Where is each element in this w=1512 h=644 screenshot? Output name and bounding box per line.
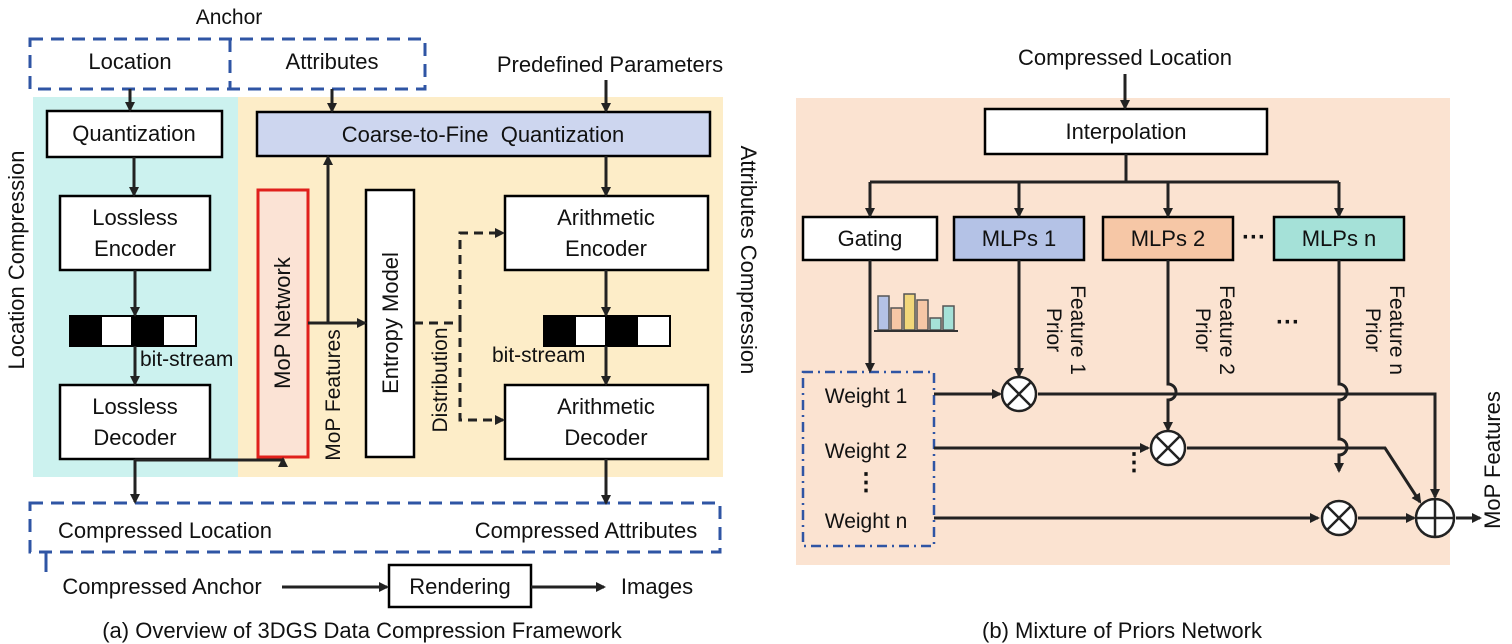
feature-2-label: Feature 2 [1215,285,1238,375]
histogram-bar [929,317,942,331]
arithmetic-decoder-line2: Decoder [564,425,647,450]
mop-features-label-left: MoP Features [322,329,345,461]
arithmetic-decoder-box [503,383,710,461]
quantization-label: Quantization [72,121,196,146]
attributes-compression-label: Attributes Compression [736,146,761,375]
images-label: Images [621,574,693,599]
compressed-attributes-label: Compressed Attributes [475,518,698,543]
coarse-to-fine-quantization-box [255,110,712,158]
rendering-box [387,563,533,609]
anchor-dashed-box [28,37,427,91]
gating-label: Gating [838,226,903,251]
weight-n-label: Weight n [825,510,908,533]
lossless-encoder-line2: Encoder [94,236,176,261]
compressed-location-label-right: Compressed Location [1018,45,1232,70]
interpolation-box [983,107,1269,156]
lossless-decoder-line1: Lossless [92,394,178,419]
compressed-anchor-label: Compressed Anchor [62,574,261,599]
compressed-location-label-left: Compressed Location [58,518,272,543]
gating-box [801,215,939,262]
panel-b-mixture-of-priors: Compressed Location Interpolation Gating… [796,45,1505,643]
arithmetic-encoder-line2: Encoder [565,236,647,261]
coarse-to-fine-quantization-label: Coarse-to-Fine Quantization [342,122,624,147]
quantization-box [45,109,224,159]
mlps-2-label: MLPs 2 [1131,226,1206,251]
gating-histogram-icon [874,293,958,332]
histogram-bar [877,295,890,331]
entropy-model-box [364,188,416,459]
distribution-label: Distribution [429,327,452,432]
weights-vdots: ⋮ [854,469,878,496]
lossless-encoder-line1: Lossless [92,205,178,230]
interpolation-label: Interpolation [1065,119,1186,144]
weight-2-label: Weight 2 [825,440,908,463]
panel-a-overview: Anchor Location Attributes Predefined Pa… [4,6,761,643]
caption-b: (b) Mixture of Priors Network [982,618,1263,643]
prior-1-label: Prior [1042,308,1065,352]
rendering-label: Rendering [409,574,511,599]
prior-n-label: Prior [1361,308,1384,352]
arithmetic-decoder-line1: Arithmetic [557,394,655,419]
mop-network-label: MoP Network [270,256,295,389]
weights-box [801,370,936,548]
multiply-node-n [1320,499,1358,537]
panel-a-arrows [125,80,611,592]
feature-n-label: Feature n [1385,285,1408,375]
compressed-anchor-dashed-box [28,501,722,554]
prior-ellipsis: ··· [1276,309,1300,336]
lossless-decoder-line2: Decoder [93,425,176,450]
multiply-node-1 [1000,375,1038,413]
histogram-bar [916,299,929,331]
feature-1-label: Feature 1 [1066,285,1089,375]
histogram-bar [903,293,916,331]
arithmetic-encoder-line1: Arithmetic [557,205,655,230]
bitstream-label-location: bit-stream [140,348,233,371]
predefined-parameters-label: Predefined Parameters [497,52,723,77]
attributes-label: Attributes [286,49,379,74]
prior-2-label: Prior [1191,308,1214,352]
bitstream-label-attributes: bit-stream [492,344,585,367]
weight-1-label: Weight 1 [825,385,908,408]
histogram-bar [890,307,903,331]
mlps-ellipsis: ··· [1242,224,1266,251]
multiply-node-2 [1149,429,1187,467]
bitstream-blocks-location [69,315,197,347]
multiply-vdots: ⋮ [1122,449,1146,476]
panel-b-arrows [865,74,1482,523]
sum-node [1414,497,1456,539]
caption-a: (a) Overview of 3DGS Data Compression Fr… [102,618,623,643]
histogram-bar [942,305,955,331]
entropy-model-label: Entropy Model [378,252,403,394]
mop-features-label-right: MoP Features [1480,391,1505,529]
location-compression-label: Location Compression [4,151,29,370]
mlps-n-box [1272,215,1406,262]
anchor-label: Anchor [196,6,263,29]
location-label: Location [88,49,171,74]
bitstream-blocks-attributes [543,315,671,347]
lossless-decoder-box [58,383,212,461]
mlps-1-label: MLPs 1 [982,226,1057,251]
mlps-n-label: MLPs n [1302,226,1377,251]
